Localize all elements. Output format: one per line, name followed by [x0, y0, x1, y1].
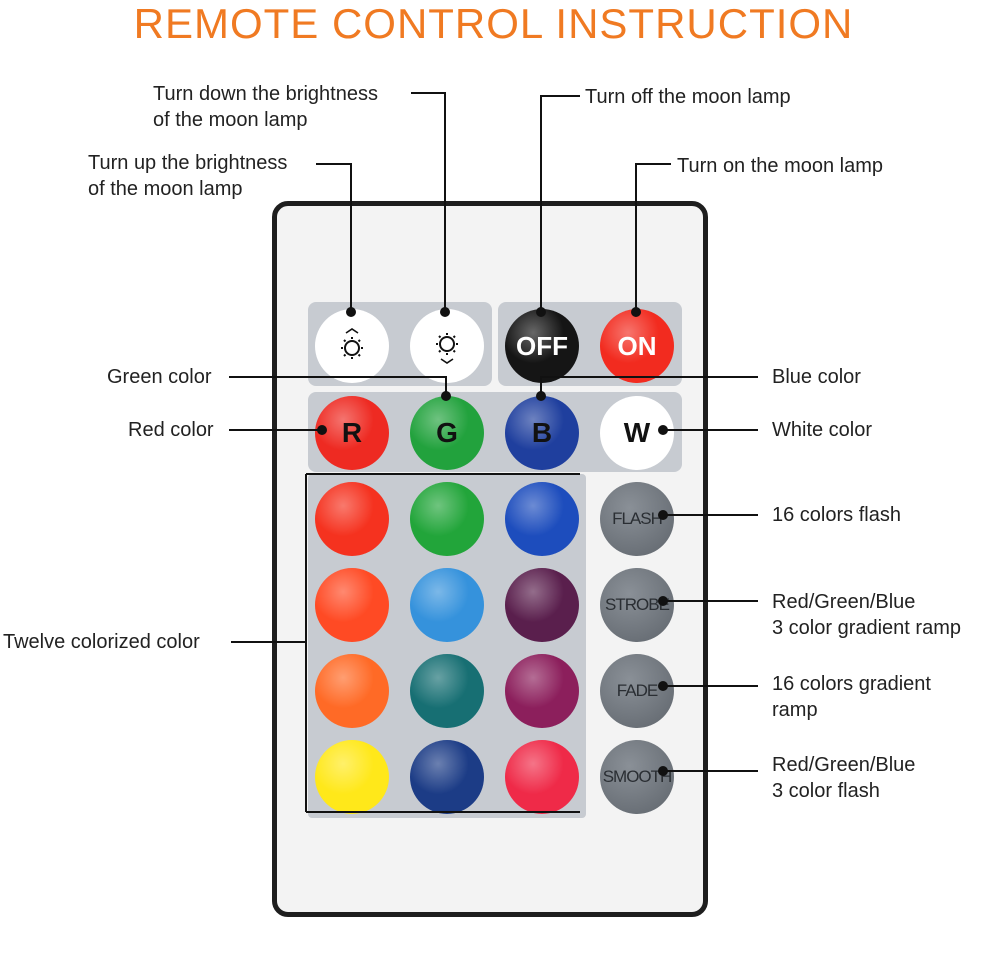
color-button-2[interactable] — [410, 482, 484, 556]
smooth-button-label: SMOOTH — [602, 767, 673, 786]
color-button-3[interactable] — [505, 482, 579, 556]
flash-button-label: FLASH — [612, 509, 663, 528]
smooth-button[interactable]: SMOOTH — [600, 740, 674, 814]
label-on: Turn on the moon lamp — [677, 155, 884, 177]
brightness-up-button[interactable] — [315, 309, 389, 383]
red-button[interactable]: R — [315, 396, 389, 470]
label-fade: 16 colors gradient ramp — [772, 673, 931, 721]
leader-green — [229, 376, 447, 394]
color-button-6[interactable] — [505, 568, 579, 642]
blue-button-label: B — [531, 417, 553, 448]
color-button-4[interactable] — [315, 568, 389, 642]
page-title: REMOTE CONTROL INSTRUCTION — [133, 0, 854, 47]
color-button-9[interactable] — [505, 654, 579, 728]
fade-button[interactable]: FADE — [600, 654, 674, 728]
color-button-7[interactable] — [315, 654, 389, 728]
brightness-down-icon — [436, 333, 458, 364]
label-flash: 16 colors flash — [772, 504, 901, 526]
leader-on — [635, 163, 671, 312]
label-smooth: Red/Green/Blue 3 color flash — [772, 754, 916, 802]
dot-white — [658, 425, 668, 435]
leader-twelve — [231, 473, 580, 813]
blue-button[interactable]: B — [505, 396, 579, 470]
off-button[interactable]: OFF — [505, 309, 579, 383]
label-twelve-colors: Twelve colorized color — [3, 631, 200, 653]
color-button-1[interactable] — [315, 482, 389, 556]
green-button[interactable]: G — [410, 396, 484, 470]
dot-strobe — [658, 596, 668, 606]
on-button-label: ON — [617, 330, 657, 361]
fade-button-label: FADE — [616, 681, 658, 700]
dot-blue — [536, 391, 546, 401]
dot-brightness-down — [440, 307, 450, 317]
leader-off — [540, 95, 580, 312]
label-brightness-down: Turn down the brightness of the moon lam… — [153, 83, 378, 131]
dot-smooth — [658, 766, 668, 776]
dot-brightness-up — [346, 307, 356, 317]
leader-blue — [540, 376, 758, 394]
green-button-label: G — [436, 417, 458, 448]
label-brightness-up: Turn up the brightness of the moon lamp — [88, 152, 288, 200]
color-button-8[interactable] — [410, 654, 484, 728]
brightness-up-icon — [341, 328, 363, 359]
dot-off — [536, 307, 546, 317]
label-red: Red color — [128, 419, 214, 441]
label-green: Green color — [107, 366, 212, 388]
color-button-11[interactable] — [410, 740, 484, 814]
leader-brightness-up — [316, 163, 352, 312]
label-off: Turn off the moon lamp — [585, 86, 791, 108]
dot-green — [441, 391, 451, 401]
label-strobe: Red/Green/Blue 3 color gradient ramp — [772, 591, 961, 639]
red-button-label: R — [341, 417, 363, 448]
dot-flash — [658, 510, 668, 520]
strobe-button-label: STROBE — [605, 595, 670, 614]
dot-fade — [658, 681, 668, 691]
dot-red — [317, 425, 327, 435]
on-button[interactable]: ON — [600, 309, 674, 383]
dot-on — [631, 307, 641, 317]
color-button-12[interactable] — [505, 740, 579, 814]
leader-brightness-down — [411, 92, 446, 312]
color-button-10[interactable] — [315, 740, 389, 814]
white-button-label: W — [623, 417, 651, 448]
brightness-down-button[interactable] — [410, 309, 484, 383]
off-button-label: OFF — [516, 330, 568, 361]
color-button-5[interactable] — [410, 568, 484, 642]
label-white: White color — [772, 419, 873, 441]
label-blue: Blue color — [772, 366, 861, 388]
